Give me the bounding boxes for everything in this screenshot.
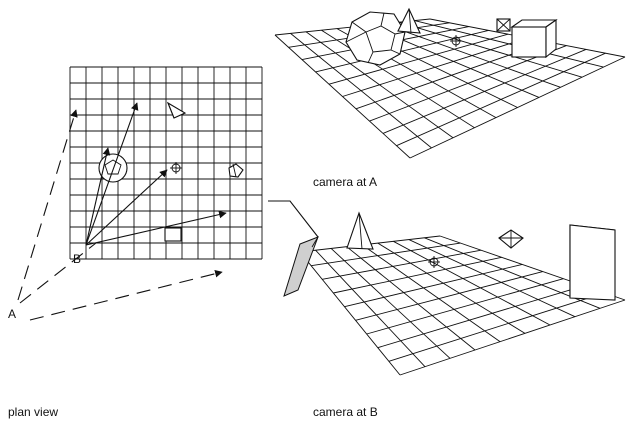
- camera-a-cube: [512, 20, 556, 57]
- camera-b-grid-line: [409, 240, 575, 317]
- camera-a-floor-grid: [275, 19, 625, 158]
- cube-object: [165, 228, 181, 241]
- camera-a-grid-line: [383, 49, 586, 133]
- camera-b-caption: camera at B: [313, 405, 378, 419]
- camera-b-left-slab: [268, 201, 318, 296]
- plan-view-caption: plan view: [8, 405, 58, 419]
- camera-b-grid-line: [400, 300, 625, 375]
- small-polyhedron-object: [229, 164, 243, 177]
- camera-b-grid-line: [347, 247, 475, 350]
- camera-b-grid-line: [322, 250, 481, 279]
- camera-a-small-object: [497, 19, 510, 31]
- camera-b-grid-line: [378, 286, 584, 348]
- camera-a-caption: camera at A: [313, 175, 377, 189]
- camera-b-grid-line: [300, 252, 400, 375]
- camera-b-cube-edge: [570, 225, 615, 300]
- point-b-label: B: [73, 252, 81, 266]
- camera-b-small-object: [499, 230, 523, 248]
- center-crosshair-icon: [170, 162, 182, 174]
- camera-a-panel: camera at A: [275, 9, 625, 189]
- camera-b-panel: camera at B: [268, 201, 625, 419]
- camera-a-dodecahedron: [346, 12, 405, 65]
- point-a-label: A: [8, 307, 16, 321]
- camera-b-pyramid: [347, 213, 373, 249]
- camera-b-grid-line: [378, 243, 525, 333]
- camera-b-grid-line: [316, 250, 425, 366]
- camera-a-grid-line: [397, 53, 606, 146]
- camera-b-grid-line: [356, 272, 543, 321]
- view-rays-from-a: [18, 110, 222, 320]
- plan-view-panel: A B plan view: [8, 67, 262, 419]
